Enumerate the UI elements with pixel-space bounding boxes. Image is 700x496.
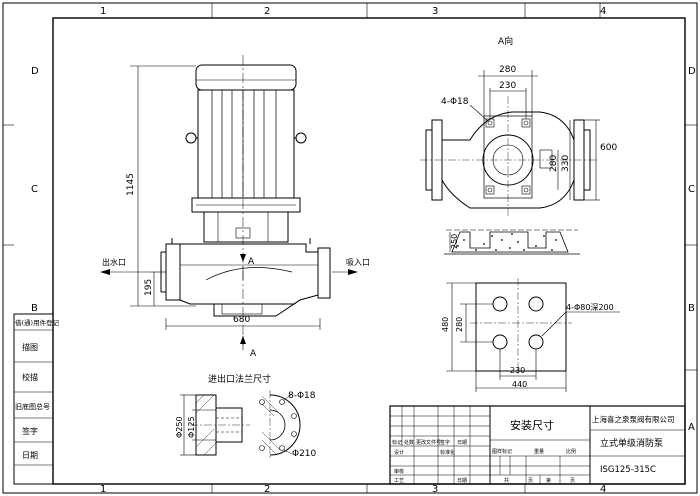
dim-1145: 1145 bbox=[126, 173, 136, 196]
flange-d125: Φ125 bbox=[187, 416, 196, 438]
grid-col-3: 3 bbox=[432, 6, 438, 17]
inlet-label: 吸入口 bbox=[346, 258, 370, 267]
side-registration-block: 借(通)用件登记 描图 校描 旧底图总号 签字 日期 bbox=[13, 313, 60, 485]
dim-330-vertical: 330 bbox=[561, 155, 571, 172]
grid-col-4-bottom: 4 bbox=[600, 484, 606, 495]
grid-col-2-bottom: 2 bbox=[264, 484, 270, 495]
title-block-labels: 标记 处数 更改文件号 签字 日期 设计 标准化 审核 工艺 日期 共 页 第 … bbox=[392, 439, 576, 484]
flange-detail bbox=[190, 390, 301, 460]
side-block-old-number: 旧底图总号 bbox=[15, 402, 50, 411]
dim-280-base: 280 bbox=[455, 317, 464, 332]
tb-mark: 标记 bbox=[392, 439, 402, 446]
grid-columns-bottom: 1 2 3 4 bbox=[100, 484, 606, 495]
grid-row-a-right: A bbox=[688, 422, 695, 433]
side-block-sign: 签字 bbox=[22, 426, 38, 436]
dim-480-base: 480 bbox=[441, 317, 450, 332]
foundation-hatch bbox=[457, 233, 557, 251]
flange-labels: 进出口法兰尺寸 8-Φ18 Φ250 Φ125 Φ210 bbox=[175, 373, 317, 459]
tb-standard: 标准化 bbox=[440, 449, 455, 456]
grid-row-b: B bbox=[31, 303, 38, 314]
pump-front-view bbox=[160, 55, 331, 345]
side-block-top: 借(通)用件登记 bbox=[15, 318, 60, 327]
grid-col-1-bottom: 1 bbox=[100, 484, 106, 495]
tb-total: 共 bbox=[504, 477, 509, 484]
grid-col-2: 2 bbox=[264, 6, 270, 17]
flange-dimensions bbox=[180, 394, 216, 456]
view-a-dimensions bbox=[469, 70, 600, 201]
dim-600: 600 bbox=[600, 143, 617, 153]
model-number: ISG125-315C bbox=[600, 465, 656, 475]
tb-sign: 签字 bbox=[440, 439, 450, 446]
grid-col-4: 4 bbox=[600, 6, 606, 17]
view-a-title: A向 bbox=[498, 35, 513, 47]
title-block bbox=[389, 405, 686, 485]
base-plan-view bbox=[470, 278, 572, 376]
side-block-describe: 描图 bbox=[22, 342, 38, 352]
tb-design: 设计 bbox=[394, 449, 404, 456]
tb-process: 工艺 bbox=[394, 478, 404, 484]
foundation-section bbox=[444, 229, 580, 255]
tb-change-doc: 更改文件号 bbox=[416, 439, 441, 446]
main-view-dimensions bbox=[110, 65, 350, 350]
grid-row-d: D bbox=[31, 66, 39, 77]
flange-d210: Φ210 bbox=[292, 449, 317, 459]
dim-195: 195 bbox=[144, 279, 154, 296]
dim-230-base: 230 bbox=[510, 366, 525, 375]
company-name: 上海喜之泉泵阀有限公司 bbox=[592, 414, 675, 424]
grid-row-b-right: B bbox=[688, 303, 695, 314]
flange-holes: 8-Φ18 bbox=[288, 391, 316, 401]
main-arrows bbox=[100, 254, 358, 344]
side-block-check: 校描 bbox=[22, 372, 38, 382]
dim-250-foundation: 250 bbox=[450, 234, 459, 249]
drawing-name: 安装尺寸 bbox=[510, 418, 554, 432]
holes-4-phi18: 4-Φ18 bbox=[441, 97, 469, 107]
flange-title: 进出口法兰尺寸 bbox=[208, 373, 271, 385]
grid-col-1: 1 bbox=[100, 6, 106, 17]
flange-d250: Φ250 bbox=[175, 416, 184, 438]
base-plan-dimensions bbox=[446, 282, 620, 392]
tb-page: 页 bbox=[528, 478, 533, 484]
dim-440-base: 440 bbox=[512, 380, 527, 389]
dim-280-top: 280 bbox=[499, 65, 516, 75]
tb-review: 审核 bbox=[394, 468, 404, 475]
outlet-label: 出水口 bbox=[102, 257, 126, 267]
dim-230-top: 230 bbox=[499, 81, 516, 91]
tb-date: 日期 bbox=[457, 440, 467, 446]
view-a-labels: A向 280 230 280 330 600 4-Φ18 bbox=[441, 35, 617, 172]
grid-col-3-bottom: 3 bbox=[432, 484, 438, 495]
view-a-drawing bbox=[420, 96, 596, 216]
holes-4-phi80: 4-Φ80深200 bbox=[566, 303, 614, 312]
dim-680: 680 bbox=[233, 315, 250, 325]
grid-row-d-right: D bbox=[688, 66, 696, 77]
grid-rows-right: D C B A bbox=[685, 66, 697, 433]
tb-scale: 比例 bbox=[566, 448, 576, 455]
tb-page-2: 页 bbox=[570, 478, 575, 484]
arrow-a-bottom: A bbox=[250, 349, 257, 359]
grid-rows-left: D C B bbox=[3, 66, 39, 314]
main-view-labels: 1145 195 680 出水口 吸入口 A A bbox=[102, 173, 370, 359]
tb-date-2: 日期 bbox=[457, 478, 467, 484]
base-plan-labels: 480 280 230 440 4-Φ80深200 bbox=[441, 303, 614, 389]
grid-row-c-right: C bbox=[688, 184, 695, 195]
dim-280-vertical: 280 bbox=[549, 155, 559, 172]
product-name: 立式单级消防泵 bbox=[600, 437, 663, 449]
side-block-date: 日期 bbox=[22, 451, 38, 460]
tb-no: 第 bbox=[546, 477, 551, 484]
tb-weight: 重量 bbox=[534, 448, 544, 455]
arrow-a-top: A bbox=[248, 257, 255, 267]
tb-drawing-mark: 图样标记 bbox=[492, 448, 512, 455]
tb-count: 处数 bbox=[404, 439, 414, 446]
grid-columns-top: 1 2 3 4 bbox=[100, 3, 606, 18]
grid-row-c: C bbox=[31, 184, 38, 195]
